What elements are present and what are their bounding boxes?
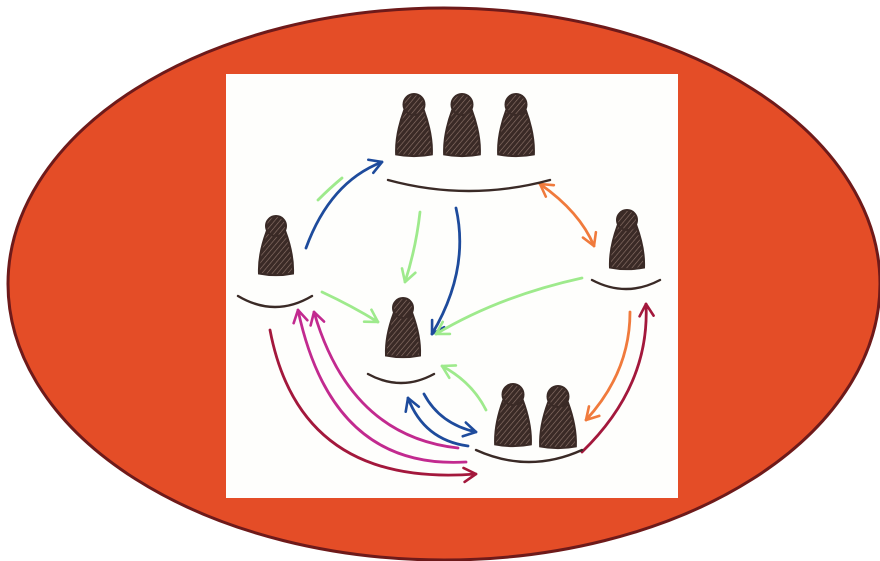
arrow-right-to-center [434,276,584,336]
bottom-group-person-1 [494,383,532,448]
bottom-group [474,383,584,464]
arrow-left-to-top [304,158,384,250]
top-group [386,93,552,193]
arrow-top-to-center-line [430,206,462,336]
arrow-top-to-center-head-end [430,318,446,336]
arrow-bottom-to-left-magenta-outer [292,308,468,464]
top-group-person-2 [443,93,481,158]
arrow-left-to-bottom-crimson-head-end [462,466,478,484]
arrow-left-to-bottom-crimson-line [268,328,478,477]
center-group-person-1-head [392,297,414,319]
arrow-top-right-exchange-head-start [538,182,556,198]
left-group-person-1-head [265,215,287,237]
arrow-bottom-to-right-crimson-head-end [638,302,655,318]
arrow-center-bottom-exchange-b-line [406,396,470,448]
left-group-person-1-body [257,230,295,277]
arrow-center-bottom-exchange-a-head-end [461,421,478,438]
arrow-top-right-exchange [538,182,598,248]
arrow-left-to-top-green-line [316,176,344,202]
arrow-left-to-top-green [316,176,344,202]
center-group-person-1-body [384,312,422,359]
arrow-left-to-bottom-crimson [268,328,478,484]
arrow-bottom-to-left-magenta-outer-head-end [292,308,309,325]
right-group-base [590,278,662,291]
arrow-bottom-to-center-green [440,364,488,412]
arrow-center-bottom-exchange-a [422,392,478,438]
top-group-person-3 [497,93,535,158]
arrow-left-to-top-head-end [366,158,384,175]
top-group-person-1-body [395,109,433,158]
arrow-top-right-exchange-line [538,182,596,248]
top-group-person-3-head [504,93,528,116]
right-group-person-1 [608,209,646,271]
right-group-person-1-head [616,209,638,231]
right-group-person-1-body [608,224,646,271]
arrow-top-to-center [430,206,462,336]
left-group-base [236,294,314,309]
arrow-right-to-bottom-orange-line [584,310,632,422]
top-group-person-1 [395,93,433,158]
arrow-bottom-to-left-magenta-inner [309,310,460,450]
arrow-top-to-center-green-head-end [400,267,417,284]
arrow-center-bottom-exchange-b-head-end [404,396,421,414]
arrow-bottom-to-center-green-line [440,364,488,412]
arrow-center-bottom-exchange-a-line [422,392,478,434]
arrow-bottom-to-left-magenta-inner-head-end [309,310,326,327]
arrow-right-to-center-head-end [434,320,452,336]
top-group-person-3-body [497,109,535,158]
arrow-bottom-to-right-crimson-line [580,302,648,454]
bottom-group-person-1-body [494,399,532,448]
arrow-top-to-center-green-line [403,210,422,284]
arrow-top-to-center-green [400,210,422,284]
arrow-bottom-to-left-magenta-inner-line [312,310,460,450]
arrow-right-to-bottom-orange-head-end [584,405,601,422]
arrow-right-to-center-line [434,276,584,336]
bottom-group-person-2 [539,385,577,450]
arrow-left-to-center [320,290,380,324]
top-group-person-2-head [450,93,474,116]
arrow-left-to-top-line [304,160,384,250]
top-group-person-1-head [402,93,426,116]
arrow-bottom-to-left-magenta-outer-line [296,308,468,464]
left-group-person-1 [257,215,295,277]
arrow-right-to-bottom-orange [584,310,632,422]
top-group-person-2-body [443,109,481,158]
bottom-group-person-2-body [539,401,577,450]
arrow-bottom-to-center-green-head-end [440,364,458,380]
right-group [590,209,662,291]
arrow-left-to-center-line [320,290,380,324]
arrow-center-bottom-exchange-b [404,396,470,448]
arrow-layer [268,158,655,484]
bottom-group-person-2-head [546,385,570,408]
left-group [236,215,314,309]
arrow-bottom-to-right-crimson [580,302,655,454]
bottom-group-base [474,448,584,464]
center-group [366,297,436,385]
arrow-top-right-exchange-head-end [581,230,598,248]
bottom-group-person-1-head [501,383,525,406]
center-group-base [366,372,436,385]
center-group-person-1 [384,297,422,359]
top-group-base [386,178,552,193]
arrow-left-to-center-head-end [362,308,380,324]
group-layer [236,93,662,464]
